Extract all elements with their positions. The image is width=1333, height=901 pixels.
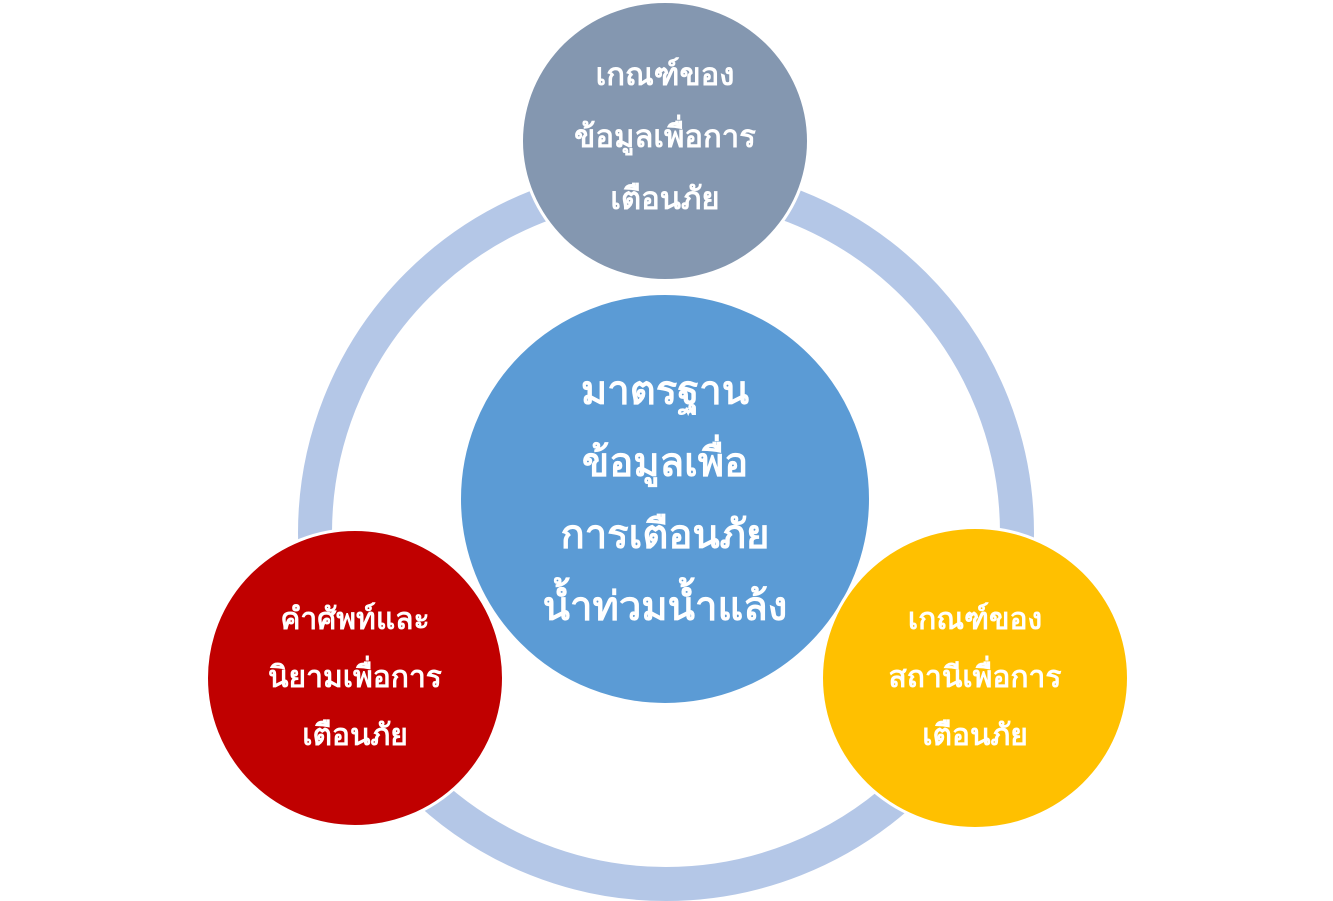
node-center-line-4: น้ำท่วมน้ำแล้ง	[542, 584, 788, 630]
node-center-line-1: มาตรฐาน	[580, 368, 750, 414]
node-terms-line-3: เตือนภัย	[302, 718, 408, 753]
node-station-line-2: สถานีเพื่อการ	[888, 660, 1062, 695]
node-terms-definitions: คำศัพท์และ นิยามเพื่อการ เตือนภัย	[205, 528, 505, 828]
node-data-criteria: เกณฑ์ของ ข้อมูลเพื่อการ เตือนภัย	[520, 0, 810, 282]
node-station-line-1: เกณฑ์ของ	[907, 602, 1043, 637]
node-station-line-3: เตือนภัย	[922, 718, 1028, 753]
node-center-line-3: การเตือนภัย	[560, 512, 770, 558]
node-terms-line-1: คำศัพท์และ	[280, 602, 430, 637]
node-data-criteria-line-3: เตือนภัย	[610, 181, 720, 217]
node-center-line-2: ข้อมูลเพื่อ	[581, 440, 749, 486]
node-data-criteria-line-2: ข้อมูลเพื่อการ	[574, 119, 756, 155]
node-terms-line-2: นิยามเพื่อการ	[268, 660, 442, 695]
node-station-criteria: เกณฑ์ของ สถานีเพื่อการ เตือนภัย	[820, 526, 1130, 830]
node-center-standard: มาตรฐาน ข้อมูลเพื่อ การเตือนภัย น้ำท่วมน…	[458, 292, 872, 706]
node-data-criteria-line-1: เกณฑ์ของ	[595, 57, 735, 93]
